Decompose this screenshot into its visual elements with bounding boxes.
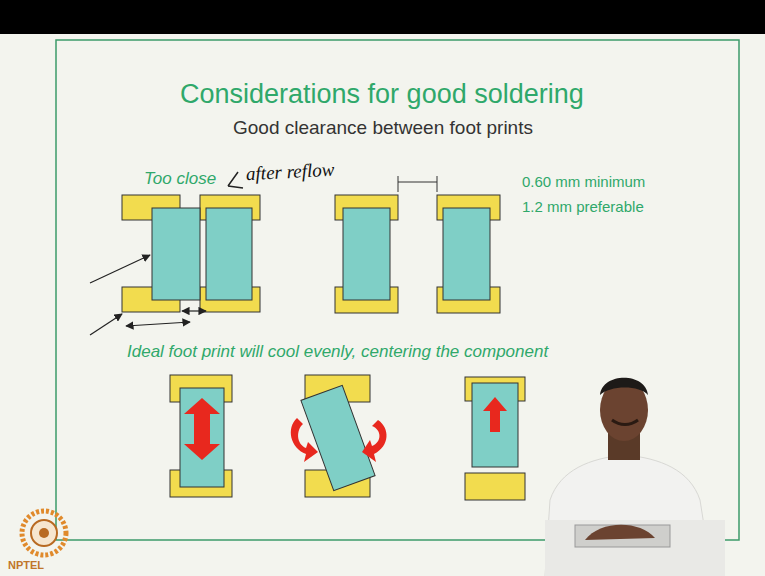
dimension-label: 0.60 mm minimum xyxy=(522,174,645,191)
centering-footprints xyxy=(170,375,525,500)
pointer-arrows xyxy=(90,172,243,335)
too-close-footprints xyxy=(122,195,260,312)
note-text: Ideal foot print will cool evenly, cente… xyxy=(127,343,548,362)
logo-text: NPTEL xyxy=(8,559,44,571)
slide-title: Considerations for good soldering xyxy=(180,80,584,110)
dimension-label: 1.2 mm preferable xyxy=(522,199,644,216)
force-arrows xyxy=(184,397,507,462)
too-close-note: Too close xyxy=(144,170,216,189)
nptel-logo xyxy=(22,511,66,555)
clearance-dimension xyxy=(398,176,437,192)
good-clearance-footprints xyxy=(335,195,500,313)
slide-subtitle: Good clearance between foot prints xyxy=(233,118,533,139)
presenter-video xyxy=(545,378,725,576)
